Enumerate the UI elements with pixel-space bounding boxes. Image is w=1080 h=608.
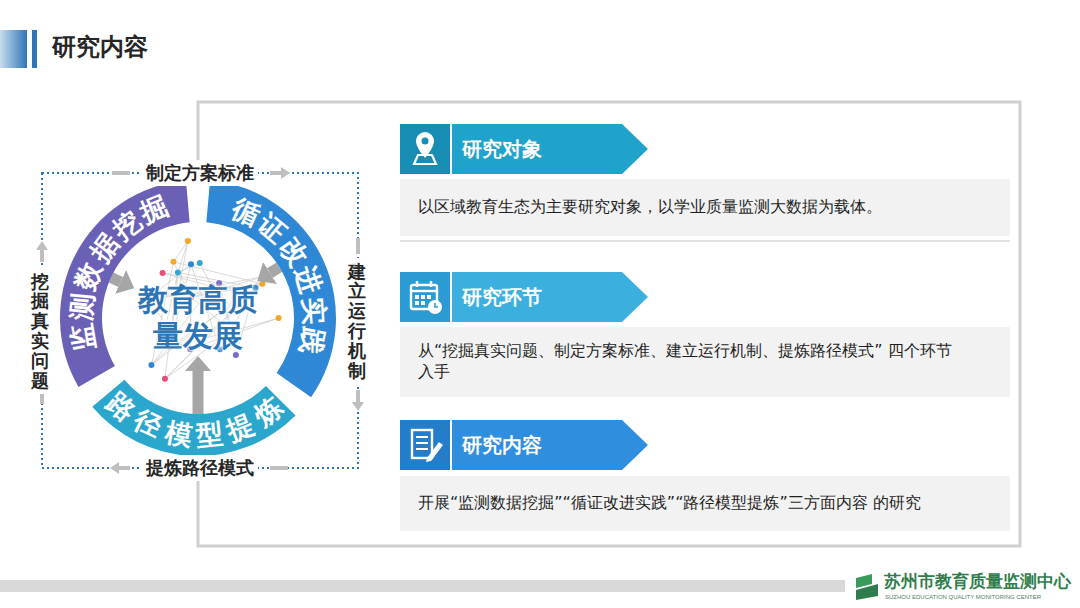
cycle-step: 挖掘真实问题 (29, 268, 51, 395)
section-banner: 研究内容 (400, 420, 648, 470)
icon-stroke (427, 295, 431, 299)
network-dot (188, 261, 194, 267)
icon-stroke (421, 301, 425, 305)
network-dot (148, 362, 154, 368)
logo-shape (856, 584, 878, 600)
section-body: 以区域教育生态为主要研究对象，以学业质量监测大数据为载体。 (400, 179, 1010, 236)
ring-arc (92, 380, 295, 456)
section-text: 开展“监测数据挖掘”“循证改进实践”“路径模型提炼”三方面内容 的研究 (418, 493, 921, 514)
icon-stroke (415, 301, 419, 305)
separator (400, 240, 1010, 242)
footer-bar (0, 580, 845, 592)
title-bar (32, 30, 37, 68)
ring-shape (58, 178, 338, 458)
flow-tail (112, 171, 130, 175)
ring-segment: 路径模型提炼 (58, 178, 338, 458)
section-heading: 研究环节 (462, 272, 542, 322)
title-bar (0, 30, 27, 68)
flow-tail (356, 238, 360, 254)
flow-arrow-in (270, 267, 279, 273)
flow-arrow (40, 250, 44, 262)
center-goal: 教育高质量发展 (136, 282, 260, 354)
icon-stroke (416, 281, 418, 287)
network-dot (263, 273, 269, 279)
banner-band (452, 272, 648, 322)
slide-title: 研究内容 (52, 31, 148, 63)
icon-stroke (421, 295, 425, 299)
network-dot (171, 259, 177, 265)
logo-icon (856, 574, 878, 600)
banner-band (452, 124, 648, 174)
arc-char: 实 (298, 294, 331, 327)
cycle-frame (42, 173, 358, 468)
flow-arrow (356, 390, 360, 402)
section-heading: 研究内容 (462, 420, 542, 470)
arc-char: 模 (160, 415, 196, 451)
flow-arrow (270, 171, 281, 175)
arc-char: 型 (193, 417, 227, 451)
flow-arrow-in (111, 277, 121, 281)
network-dot (197, 260, 203, 266)
icon-stroke (416, 448, 428, 450)
cycle-step: 建立运行机制 (346, 258, 368, 385)
goal-text: 教育高质量发展 (136, 282, 260, 354)
logo-text: 苏州市教育质量监测中心 (884, 571, 1071, 593)
icon-stroke (416, 436, 428, 438)
section-body: 开展“监测数据挖掘”“循证改进实践”“路径模型提炼”三方面内容 的研究 (400, 476, 1010, 531)
network-link (163, 273, 220, 283)
icon-stroke (416, 442, 428, 444)
logo-subtext: SUZHOU EDUCATION QUALITY MONITORING CENT… (885, 594, 1041, 600)
network-link (174, 241, 188, 262)
flow-arrow-in (193, 371, 204, 414)
section-banner: 研究环节 (400, 272, 648, 322)
section-heading: 研究对象 (462, 124, 542, 174)
icon-stroke (415, 295, 419, 299)
icon-pin (414, 132, 436, 164)
section-body: 从“挖掘真实问题、制定方案标准、建立运行机制、提炼路径模式” 四个环节入手 (400, 327, 1010, 397)
icon-stroke (430, 281, 432, 287)
network-dot (162, 376, 168, 382)
network-dot (160, 270, 166, 276)
icon-stroke (422, 138, 429, 145)
icon-stroke (412, 430, 432, 458)
icon-stroke (435, 303, 438, 307)
logo-shape (856, 574, 872, 588)
network-dot (175, 269, 181, 275)
panel-border (198, 102, 1020, 546)
section-text: 以区域教育生态为主要研究对象，以学业质量监测大数据为载体。 (418, 197, 882, 218)
icon-stroke (426, 442, 443, 462)
section-banner: 研究对象 (400, 124, 648, 174)
icon-box (400, 272, 450, 322)
icon-stroke (428, 300, 442, 314)
icon-cal (411, 281, 442, 314)
flow-arrow (119, 466, 130, 470)
icon-box (400, 420, 450, 470)
network-dot (185, 238, 191, 244)
icon-stroke (411, 290, 437, 292)
network-dot (259, 281, 265, 287)
cycle-step: 提炼路径模式 (142, 455, 258, 481)
arc-char: 测 (65, 289, 99, 323)
segment-label: 路径模型提炼 (58, 178, 338, 458)
flow-tail (270, 466, 288, 470)
icon-stroke (416, 132, 434, 158)
ring-arc (60, 181, 190, 387)
icon-box (400, 124, 450, 174)
cycle-step: 制定方案标准 (142, 160, 258, 186)
banner-band (452, 420, 648, 470)
arc-char: 监 (65, 320, 101, 356)
ring-arc (206, 181, 336, 398)
section-text: 从“挖掘真实问题、制定方案标准、建立运行机制、提炼路径模式” 四个环节入手 (418, 341, 963, 383)
icon-doc (412, 430, 443, 462)
arc-char: 践 (294, 323, 331, 360)
network-dot (276, 315, 282, 321)
